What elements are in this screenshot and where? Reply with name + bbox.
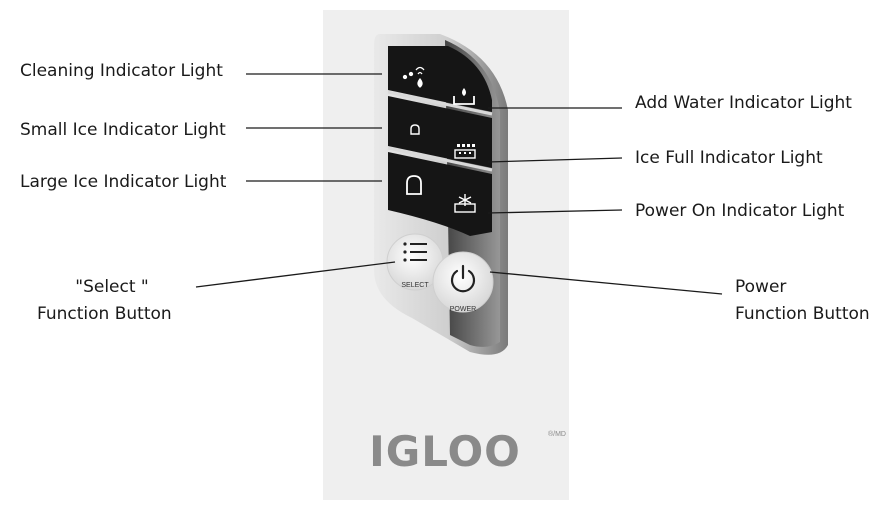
leader-lines (195, 73, 723, 295)
indicator-panel-top (388, 46, 492, 112)
brand-registered-mark: ®/MD (548, 430, 566, 438)
cleaning-indicator-label: Cleaning Indicator Light (20, 61, 223, 81)
brand-logo: IGLOO (369, 427, 521, 476)
leader-power-on (487, 209, 623, 214)
separator (387, 146, 493, 172)
ice-full-basket-icon (454, 144, 476, 159)
cleaning-spray-icon (402, 66, 425, 88)
leader-power (489, 271, 723, 295)
snowflake-basket-icon (454, 194, 476, 213)
select-button-text: SELECT (401, 282, 429, 289)
indicator-panel-bottom (388, 152, 492, 236)
select-button-label-line2: Function Button (37, 304, 172, 324)
large-ice-cube-icon (406, 175, 422, 195)
large-ice-indicator-label: Large Ice Indicator Light (20, 172, 227, 192)
power-button-label-line1: Power (735, 277, 787, 297)
separator (387, 90, 493, 116)
add-water-indicator-label: Add Water Indicator Light (635, 93, 852, 113)
water-drop-tray-icon (453, 88, 475, 105)
power-on-indicator-label: Power On Indicator Light (635, 201, 845, 221)
power-button[interactable]: POWER (432, 251, 494, 313)
leader-select (195, 261, 396, 288)
power-button-label-line2: Function Button (735, 304, 870, 324)
select-button-label-line1: "Select " (75, 277, 149, 297)
power-button-text: POWER (450, 306, 476, 313)
small-ice-cube-icon (410, 124, 420, 135)
power-icon (450, 264, 476, 293)
ice-full-indicator-label: Ice Full Indicator Light (635, 148, 823, 168)
leader-ice-full (487, 157, 623, 163)
small-ice-indicator-label: Small Ice Indicator Light (20, 120, 226, 140)
list-menu-icon (403, 242, 427, 262)
